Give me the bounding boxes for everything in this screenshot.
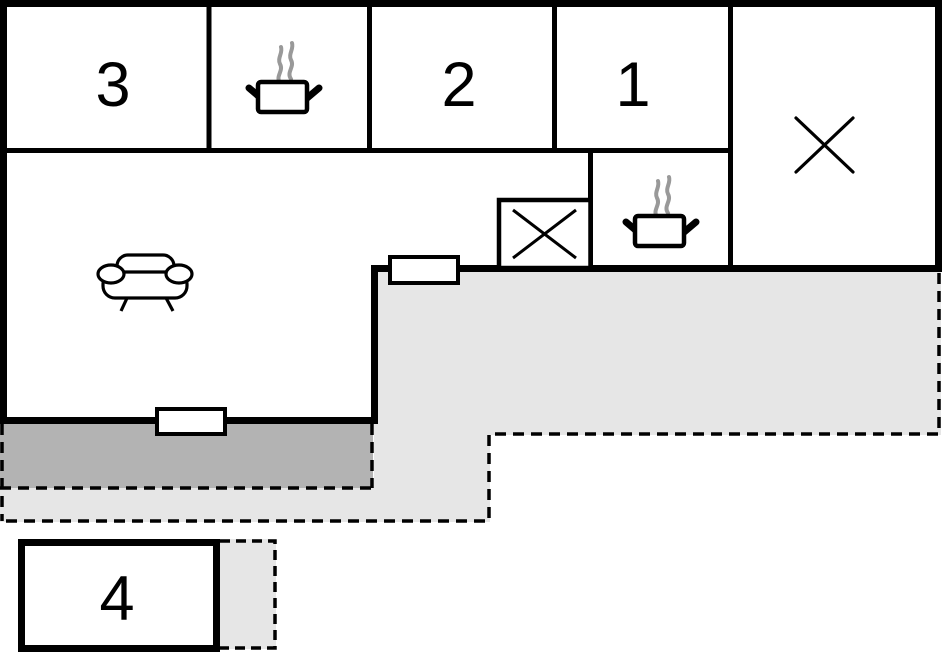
sofa-icon bbox=[96, 253, 194, 312]
terrace-dashed-border bbox=[0, 273, 941, 523]
cross-icon bbox=[794, 116, 855, 174]
annex-outline bbox=[18, 539, 220, 652]
room-2-label: 2 bbox=[441, 50, 476, 120]
room-1-label: 1 bbox=[615, 50, 650, 120]
room-4-label: 4 bbox=[99, 564, 134, 634]
terrace-light bbox=[0, 269, 941, 522]
crossed-box-icon bbox=[496, 197, 593, 271]
annex-terrace bbox=[220, 539, 276, 649]
room-3-label: 3 bbox=[95, 50, 130, 120]
window bbox=[388, 255, 460, 285]
window bbox=[155, 407, 227, 436]
building-outline bbox=[0, 0, 942, 424]
